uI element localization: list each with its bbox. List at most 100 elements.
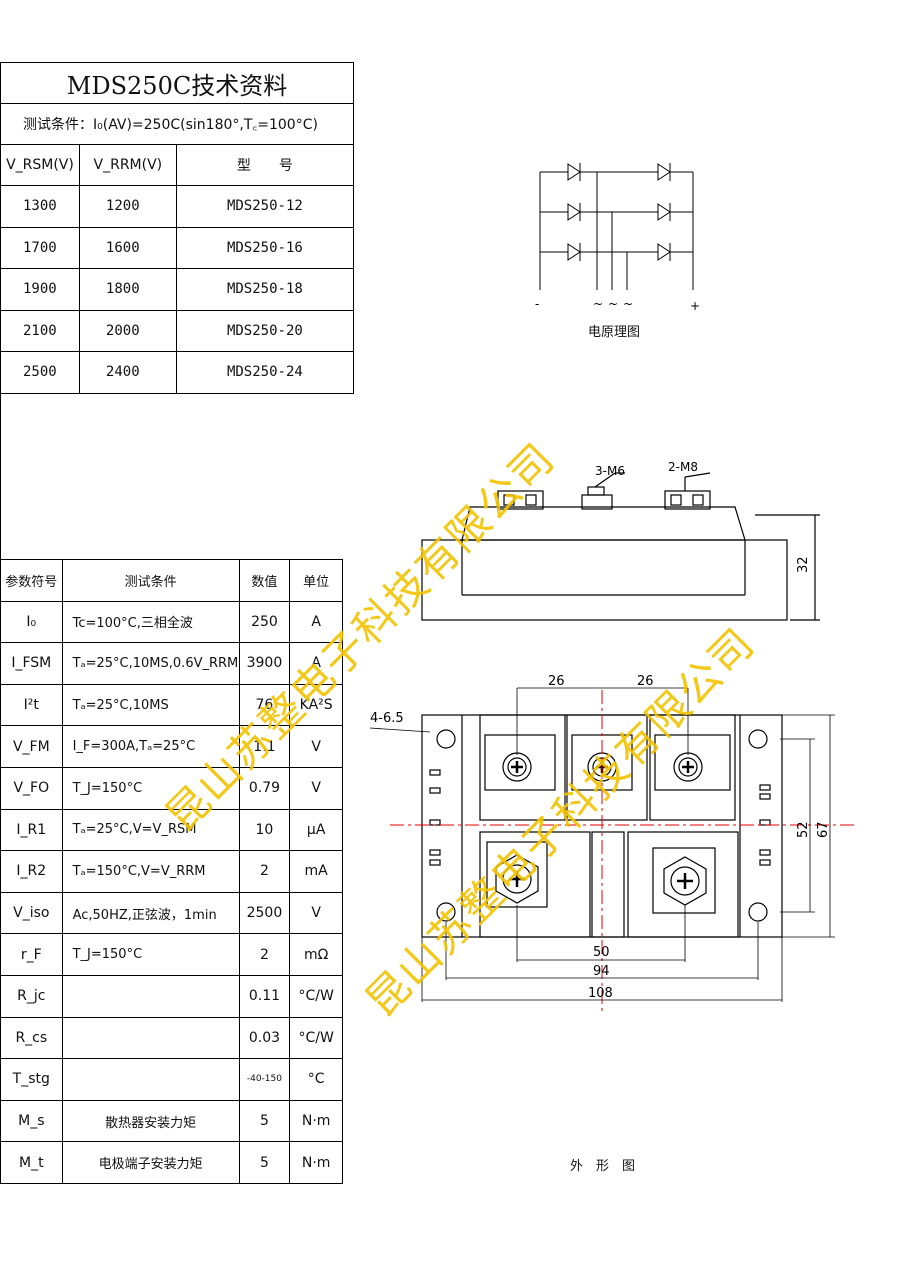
dim-spacing-1: 26 (548, 674, 565, 689)
cell-condition: Tₐ=150°C,V=V_RRM (61, 850, 240, 893)
label-m6: 3-M6 (595, 464, 625, 478)
cell-unit: °C/W (289, 1016, 343, 1060)
label-m8: 2-M8 (668, 460, 698, 474)
table-row: 1700 1600 MDS250-16 (0, 226, 355, 269)
table-row: T_stg-40-150°C (0, 1058, 343, 1101)
cell-condition: 电极端子安装力矩 (61, 1141, 240, 1184)
cell-condition: Ac,50HZ,正弦波，1min (61, 891, 240, 935)
cell-unit: mΩ (289, 933, 343, 976)
table-row: R_jc 0.11°C/W (0, 974, 343, 1018)
cell-condition (61, 974, 240, 1018)
side-view-drawing: 3-M6 2-M8 32 (421, 460, 820, 621)
cell-value: 1.1 (238, 725, 291, 768)
cell-vrsm: 1700 (0, 226, 80, 269)
table-row: 2100 2000 MDS250-20 (0, 309, 355, 352)
terminal-plus: + (690, 299, 700, 313)
cell-condition: I_F=300A,Tₐ=25°C (61, 725, 240, 768)
circuit-caption: 电原理图 (588, 325, 641, 340)
cell-symbol: M_t (0, 1141, 63, 1184)
cell-vrsm: 1300 (0, 185, 80, 228)
cell-vrrm: 2400 (78, 351, 177, 394)
cell-value: 0.11 (238, 974, 291, 1018)
table-row: 2500 2400 MDS250-24 (0, 351, 355, 394)
cell-vrrm: 2000 (78, 309, 177, 352)
cell-symbol: I_R2 (0, 850, 63, 893)
cell-unit: °C/W (289, 974, 343, 1018)
header-condition: 测试条件 (61, 559, 240, 602)
dim-width-outer: 108 (588, 986, 613, 1001)
cell-symbol: R_cs (0, 1016, 63, 1060)
cell-condition: Tₐ=25°C,V=V_RSM (61, 808, 240, 852)
document-title: MDS250C技术资料 (0, 62, 354, 104)
cell-symbol: V_FO (0, 766, 63, 810)
cell-symbol: V_iso (0, 891, 63, 935)
cell-vrsm: 2100 (0, 309, 80, 352)
cell-value: 0.79 (238, 766, 291, 810)
cell-model: MDS250-16 (175, 226, 355, 269)
cell-value: 2 (238, 933, 291, 976)
dim-vertical-inner: 52 (796, 821, 811, 838)
cell-model: MDS250-12 (175, 185, 355, 228)
cell-symbol: R_jc (0, 974, 63, 1018)
cell-symbol: r_F (0, 933, 63, 976)
header-model: 型 号 (175, 144, 355, 186)
cell-vrrm: 1800 (78, 268, 177, 311)
test-condition: 测试条件：I₀(AV)=250C(sin180°,T꜀=100°C) (0, 103, 354, 145)
cell-condition (61, 1016, 240, 1060)
cell-unit: V (289, 766, 343, 810)
header-vrsm: V_RSM(V) (0, 144, 80, 186)
circuit-diagram: - + ~ ~ ~ (535, 163, 700, 313)
cell-value: -40-150 (238, 1058, 291, 1101)
cell-vrsm: 2500 (0, 351, 80, 394)
cell-symbol: V_FM (0, 725, 63, 768)
dim-spacing-2: 26 (637, 674, 654, 689)
cell-condition: Tc=100°C,三相全波 (61, 600, 240, 644)
cell-value: 3900 (238, 642, 291, 685)
cell-unit: N·m (289, 1099, 343, 1143)
cell-unit: V (289, 725, 343, 768)
cell-condition: Tₐ=25°C,10MS,0.6V_RRM (61, 642, 240, 685)
label-holes: 4-6.5 (370, 711, 404, 726)
cell-value: 10 (238, 808, 291, 852)
cell-unit: V (289, 891, 343, 935)
terminal-ac: ~ (623, 297, 633, 311)
cell-vrrm: 1600 (78, 226, 177, 269)
cell-unit: N·m (289, 1141, 343, 1184)
cell-condition: T_J=150°C (61, 933, 240, 976)
cell-value: 250 (238, 600, 291, 644)
terminal-ac: ~ (608, 297, 618, 311)
cell-unit: mA (289, 850, 343, 893)
header-value: 数值 (238, 559, 291, 602)
cell-unit: μA (289, 808, 343, 852)
cell-value: 2500 (238, 891, 291, 935)
diode-icon (567, 163, 671, 261)
header-symbol: 参数符号 (0, 559, 63, 602)
page-border (0, 394, 1, 560)
cell-vrrm: 1200 (78, 185, 177, 228)
table-row: 1900 1800 MDS250-18 (0, 268, 355, 311)
cell-condition: Tₐ=25°C,10MS (61, 683, 240, 727)
cell-model: MDS250-20 (175, 309, 355, 352)
dim-width-inner: 50 (593, 945, 610, 960)
cell-condition (61, 1058, 240, 1101)
cell-model: MDS250-24 (175, 351, 355, 394)
cell-unit: A (289, 642, 343, 685)
cell-value: 5 (238, 1141, 291, 1184)
cell-value: 5 (238, 1099, 291, 1143)
cell-unit: KA²S (289, 683, 343, 727)
dim-width-mid: 94 (593, 964, 610, 979)
table-row: 1300 1200 MDS250-12 (0, 185, 355, 228)
cell-unit: °C (289, 1058, 343, 1101)
cell-condition: 散热器安装力矩 (61, 1099, 240, 1143)
cell-symbol: M_s (0, 1099, 63, 1143)
dim-height: 32 (796, 556, 811, 573)
